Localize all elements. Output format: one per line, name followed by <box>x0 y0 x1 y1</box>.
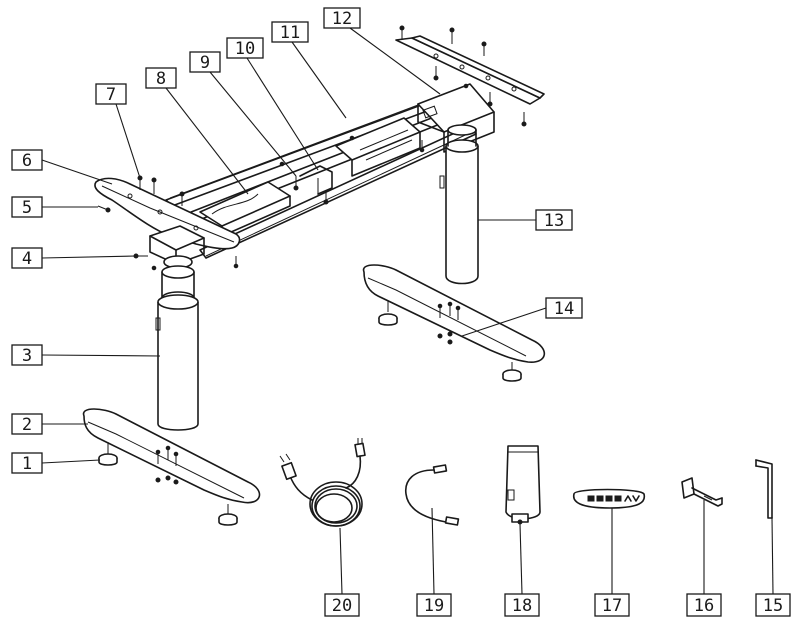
left-leg-column <box>155 255 199 431</box>
left-foot <box>82 408 261 526</box>
callout-9: 9 <box>189 51 221 73</box>
callout-12-label: 12 <box>332 9 352 29</box>
extension-cable <box>405 464 460 526</box>
allen-key <box>755 459 773 519</box>
callout-18-label: 18 <box>512 596 532 616</box>
right-foot-screws <box>437 301 461 345</box>
left-foot-pad-front <box>218 504 238 526</box>
callout-14: 14 <box>545 297 583 319</box>
callout-3: 3 <box>11 344 43 366</box>
rear-top-bracket <box>395 25 545 127</box>
callout-1: 1 <box>11 452 43 474</box>
bracket-screws <box>399 25 527 127</box>
callout-16-label: 16 <box>694 596 714 616</box>
callout-20-label: 20 <box>332 596 352 616</box>
callout-13: 13 <box>535 209 573 231</box>
callout-15: 15 <box>755 593 791 617</box>
callout-16: 16 <box>686 593 722 617</box>
left-foot-screws <box>155 445 179 485</box>
power-cord <box>279 438 366 527</box>
callout-11-label: 11 <box>280 23 300 43</box>
right-foot-pad-rear <box>378 300 398 326</box>
right-foot-pad-front <box>502 362 522 382</box>
leader-lines <box>41 27 774 595</box>
right-leg-column <box>439 124 479 285</box>
right-foot <box>362 264 546 382</box>
callout-19-label: 19 <box>424 596 444 616</box>
callout-1-label: 1 <box>22 454 32 474</box>
callout-4-label: 4 <box>22 249 32 269</box>
callout-3-label: 3 <box>22 346 32 366</box>
callout-18: 18 <box>504 593 540 617</box>
callout-7-label: 7 <box>106 85 116 105</box>
callout-19: 19 <box>416 593 452 617</box>
callout-15-label: 15 <box>763 596 783 616</box>
callout-17: 17 <box>594 593 630 617</box>
callout-4: 4 <box>11 247 43 269</box>
callout-13-label: 13 <box>544 211 564 231</box>
control-box <box>505 445 541 525</box>
callout-2: 2 <box>11 413 43 435</box>
callout-6: 6 <box>11 149 43 171</box>
callout-12: 12 <box>323 7 361 29</box>
callout-2-label: 2 <box>22 415 32 435</box>
callout-5-label: 5 <box>22 198 32 218</box>
left-top-bracket <box>94 175 241 271</box>
callout-17-label: 17 <box>602 596 622 616</box>
callout-8: 8 <box>145 67 177 89</box>
callout-6-label: 6 <box>22 151 32 171</box>
callout-11: 11 <box>271 21 309 43</box>
left-foot-pad-rear <box>98 442 118 466</box>
callout-10-label: 10 <box>235 39 255 59</box>
controller-buttons <box>587 495 640 502</box>
callout-9-label: 9 <box>200 53 210 73</box>
callout-10: 10 <box>226 37 264 59</box>
hand-controller <box>572 488 646 509</box>
callout-14-label: 14 <box>554 299 574 319</box>
callouts: 1 2 3 4 5 6 7 8 <box>11 7 791 617</box>
callout-8-label: 8 <box>156 69 166 89</box>
callout-5: 5 <box>11 196 43 218</box>
callout-20: 20 <box>324 593 360 617</box>
controller-bracket <box>681 477 723 507</box>
callout-7: 7 <box>95 83 127 105</box>
